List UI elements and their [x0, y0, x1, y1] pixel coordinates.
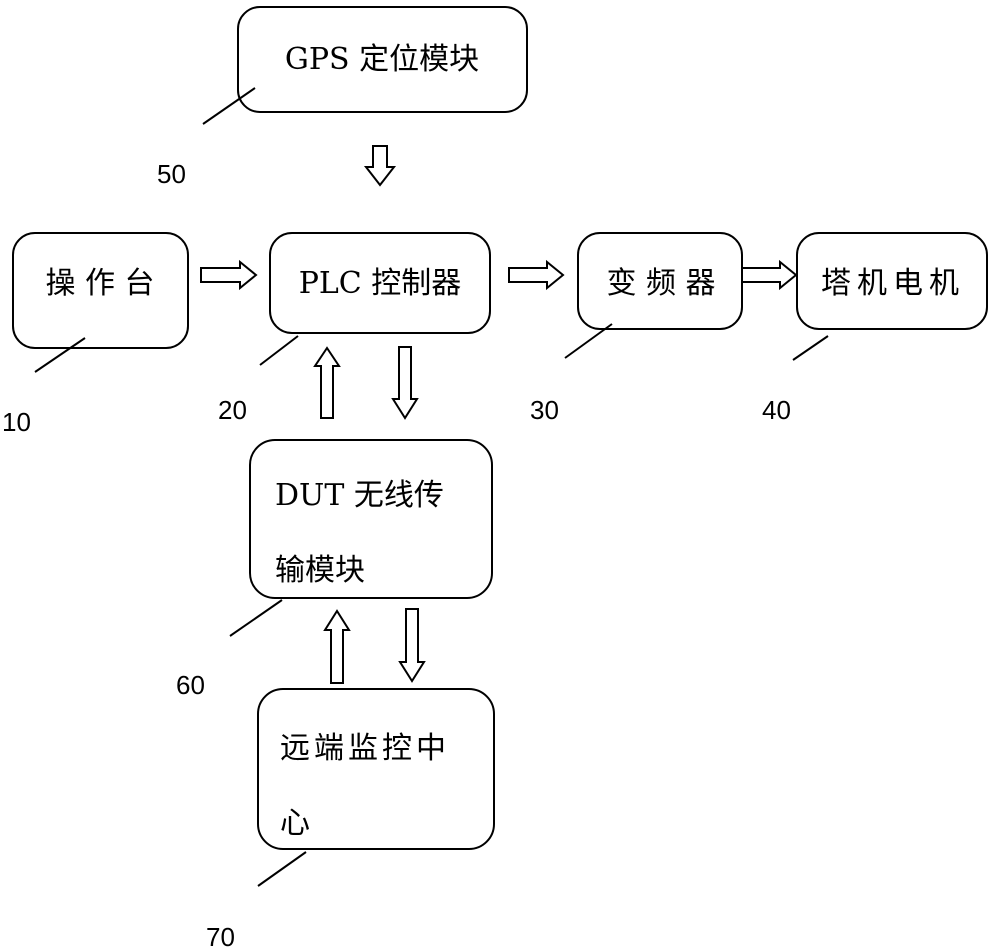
arrow-monitor-to-dtu — [325, 611, 349, 683]
console-ref: 10 — [2, 407, 31, 437]
monitor-ref: 70 — [206, 922, 235, 949]
console-label: 操 作 台 — [45, 266, 154, 301]
arrow-console-to-plc — [201, 262, 256, 288]
dtu-leader — [230, 600, 282, 636]
plc-ref: 20 — [218, 395, 247, 425]
dtu-ref: 60 — [176, 670, 205, 700]
plc-leader — [260, 336, 298, 365]
node-inverter: 变 频 器 30 — [530, 233, 742, 425]
inverter-leader — [565, 324, 612, 358]
motor-label: 塔机电机 — [821, 266, 965, 301]
monitor-label-line1: 远端监控中 — [280, 731, 450, 766]
arrow-dtu-to-plc — [315, 348, 339, 418]
node-motor: 塔机电机 40 — [762, 233, 987, 425]
inverter-ref: 30 — [530, 395, 559, 425]
arrow-plc-to-dtu — [393, 347, 417, 418]
motor-leader — [793, 336, 828, 360]
dtu-label-line2: 输模块 — [275, 553, 365, 588]
monitor-leader — [258, 852, 306, 886]
node-monitor: 远端监控中 心 70 — [206, 689, 494, 949]
dtu-label-line1: DUT 无线传 — [275, 478, 444, 513]
inverter-label: 变 频 器 — [606, 266, 715, 301]
motor-ref: 40 — [762, 395, 791, 425]
node-console: 操 作 台 10 — [2, 233, 188, 437]
arrow-inverter-to-motor — [742, 262, 796, 288]
plc-label: PLC 控制器 — [299, 266, 462, 301]
monitor-label-line2: 心 — [280, 806, 310, 841]
arrow-gps-to-plc — [366, 146, 394, 185]
gps-ref: 50 — [157, 159, 186, 189]
gps-label: GPS 定位模块 — [285, 42, 479, 77]
arrow-dtu-to-monitor — [400, 609, 424, 681]
node-plc: PLC 控制器 20 — [218, 233, 490, 425]
node-gps: GPS 定位模块 50 — [157, 7, 527, 189]
arrow-plc-to-inverter — [509, 262, 563, 288]
